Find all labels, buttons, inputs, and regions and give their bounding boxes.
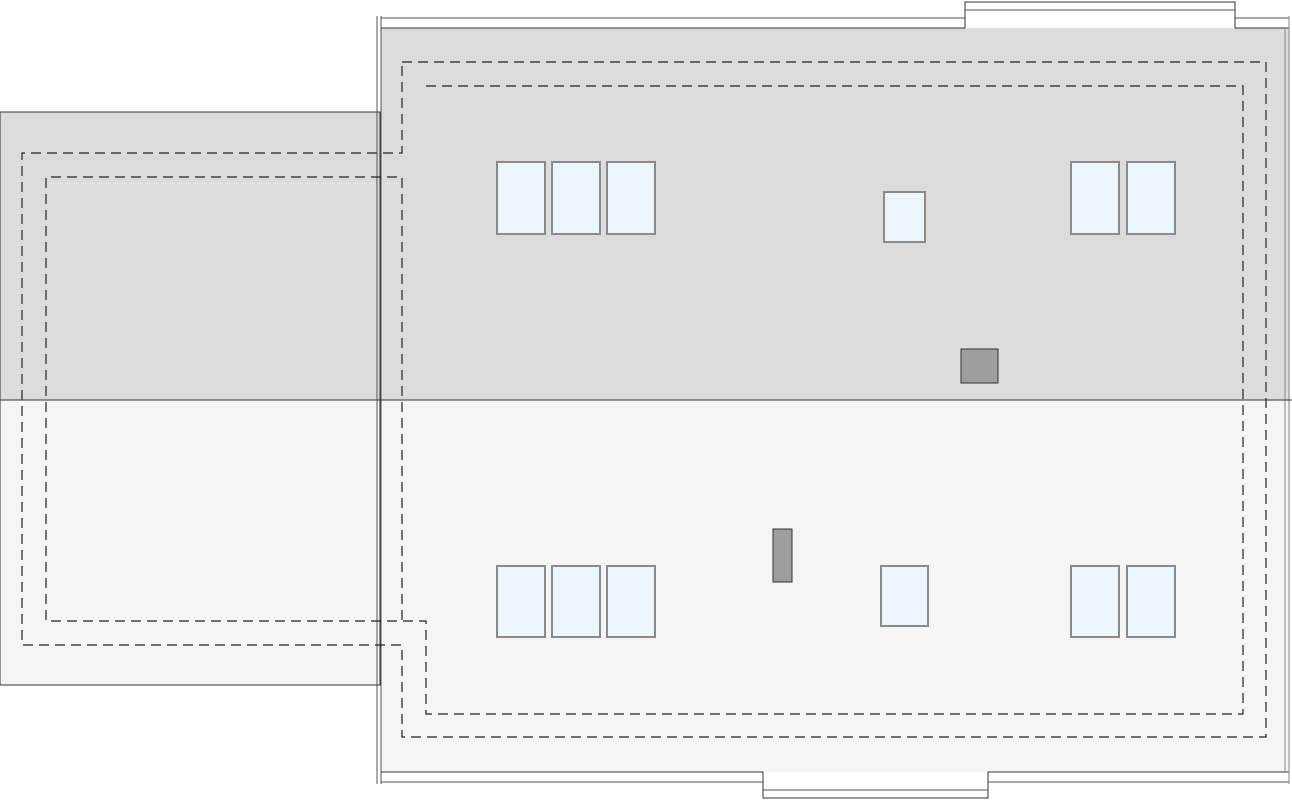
skylight-window xyxy=(496,565,546,638)
left-wing-lower-slope xyxy=(0,399,381,686)
skylight-window xyxy=(496,161,546,235)
left-wing-upper-slope xyxy=(0,111,381,401)
skylight-window xyxy=(1126,161,1176,235)
eave-line-top xyxy=(381,9,1289,19)
outer-wall-dashed xyxy=(21,61,1267,738)
skylight-window xyxy=(551,161,601,235)
skylight-window xyxy=(606,565,656,638)
eave-line-bottom xyxy=(381,781,1289,791)
skylight-window xyxy=(1126,565,1176,638)
upper-windows xyxy=(496,161,1176,243)
chimney xyxy=(772,528,793,583)
skylight-window xyxy=(551,565,601,638)
skylight-window xyxy=(606,161,656,235)
chimney xyxy=(960,348,999,384)
skylight-window xyxy=(1070,565,1120,638)
skylight-window xyxy=(883,191,926,243)
skylight-window xyxy=(880,565,929,627)
lower-windows xyxy=(496,565,1176,638)
inner-wall-dashed xyxy=(45,85,1244,715)
skylight-window xyxy=(1070,161,1120,235)
